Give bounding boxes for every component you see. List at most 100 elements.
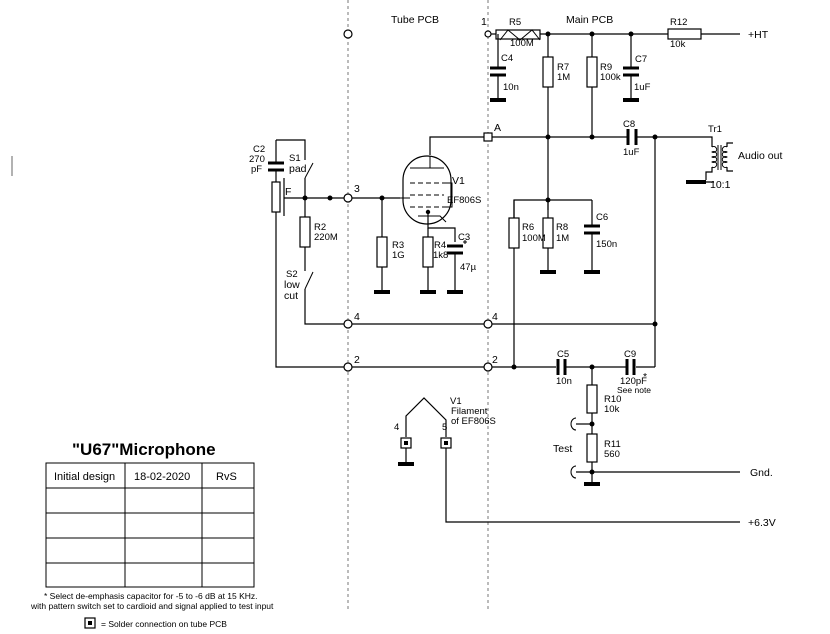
r6-name: R6 bbox=[522, 222, 534, 233]
footnote-line2: with pattern switch set to cardioid and … bbox=[30, 601, 274, 611]
terminal-2-left bbox=[343, 362, 353, 372]
r12-name: R12 bbox=[670, 17, 687, 28]
terminal-4-left bbox=[343, 319, 353, 329]
r8-value: 1M bbox=[556, 233, 569, 244]
s1-label: pad bbox=[289, 163, 307, 175]
title-cell-initials: RvS bbox=[216, 471, 237, 483]
terminal-top-left bbox=[343, 29, 353, 39]
tube-pcb-wiring bbox=[352, 195, 658, 370]
c9-see-note: See note bbox=[617, 385, 651, 395]
r12-value: 10k bbox=[670, 39, 686, 50]
c4-name: C4 bbox=[501, 53, 513, 64]
hv-label: +HT bbox=[748, 29, 769, 41]
c5-name: C5 bbox=[557, 349, 569, 360]
resistor-r9 bbox=[586, 31, 598, 137]
capacitor-c7 bbox=[623, 31, 639, 102]
r2-value: 220M bbox=[314, 232, 338, 243]
ht-supply-wiring bbox=[489, 28, 740, 41]
r9-value: 100k bbox=[600, 72, 621, 83]
s2-label-line2: cut bbox=[284, 290, 298, 302]
c2-unit: pF bbox=[251, 164, 262, 175]
test-label: Test bbox=[553, 443, 572, 455]
tube-pcb-label: Tube PCB bbox=[391, 14, 439, 26]
terminal-4-right bbox=[483, 319, 493, 329]
filament-pin-4: 4 bbox=[394, 422, 399, 433]
resistor-r5 bbox=[495, 29, 541, 40]
pin-4-right-label: 4 bbox=[492, 311, 498, 323]
capacitor-c4 bbox=[490, 34, 506, 102]
resistor-r7 bbox=[542, 31, 554, 210]
title-block-title: "U67"Microphone bbox=[72, 440, 216, 459]
legend-text: = Solder connection on tube PCB bbox=[101, 619, 227, 629]
title-block-table bbox=[45, 462, 255, 588]
terminal-3 bbox=[343, 193, 353, 203]
r11-value: 560 bbox=[604, 449, 620, 460]
terminal-2-right bbox=[483, 362, 493, 372]
c6-value: 150n bbox=[596, 239, 617, 250]
pin-4-left-label: 4 bbox=[354, 311, 360, 323]
c7-name: C7 bbox=[635, 54, 647, 65]
solder-pad-legend-dot bbox=[88, 621, 92, 625]
filament-line1: Filament bbox=[451, 406, 488, 417]
r6-value: 100M bbox=[522, 233, 546, 244]
r3-name: R3 bbox=[392, 240, 404, 251]
s2-name: S2 bbox=[286, 269, 298, 280]
r7-value: 1M bbox=[557, 72, 570, 83]
r2-name: R2 bbox=[314, 222, 326, 233]
r11-name: R11 bbox=[604, 439, 621, 450]
pin-1-terminal bbox=[484, 30, 492, 38]
tr1-name: Tr1 bbox=[708, 124, 722, 135]
transformer-tr1 bbox=[711, 142, 733, 172]
filament-wiring bbox=[398, 397, 740, 523]
resistor-r12 bbox=[667, 28, 702, 40]
r4-name: R4 bbox=[434, 240, 446, 251]
test-input-network bbox=[556, 359, 740, 486]
c9-value: 120pF bbox=[620, 376, 647, 387]
s2-label-line1: low bbox=[284, 279, 300, 291]
pin-2-left-label: 2 bbox=[354, 354, 360, 366]
pin-2-right-label: 2 bbox=[492, 354, 498, 366]
r4-value: 1k8 bbox=[433, 250, 448, 261]
filament-pin-5: 5 bbox=[442, 422, 447, 433]
r8-name: R8 bbox=[556, 222, 568, 233]
main-pcb-label: Main PCB bbox=[566, 14, 613, 26]
r3-value: 1G bbox=[392, 250, 405, 261]
audio-out-label: Audio out bbox=[738, 150, 782, 162]
c4-value: 10n bbox=[503, 82, 519, 93]
pin-1-label: 1 bbox=[481, 16, 487, 28]
c7-value: 1uF bbox=[634, 82, 651, 93]
r7-name: R7 bbox=[557, 62, 569, 73]
capsule-f-label: F bbox=[285, 186, 291, 198]
c8-value: 1uF bbox=[623, 147, 640, 158]
r10-value: 10k bbox=[604, 404, 620, 415]
c3-value: 47µ bbox=[460, 262, 477, 273]
plate-line-wiring bbox=[429, 129, 714, 367]
r10-name: R10 bbox=[604, 394, 621, 405]
v1-type: EF806S bbox=[447, 195, 481, 206]
bias-network bbox=[508, 197, 600, 367]
c9-asterisk: * bbox=[643, 371, 647, 383]
r5-value: 100M bbox=[510, 38, 534, 49]
ratio-label: 10:1 bbox=[710, 179, 731, 191]
v1-name: V1 bbox=[452, 175, 465, 187]
c2-name: C2 bbox=[253, 144, 265, 155]
c6-name: C6 bbox=[596, 212, 608, 223]
filament-supply-label: +6.3V bbox=[748, 517, 776, 529]
capsule-switch-wiring bbox=[268, 139, 344, 368]
pin-3-label: 3 bbox=[354, 183, 360, 195]
c8-name: C8 bbox=[623, 119, 635, 130]
c9-name: C9 bbox=[624, 349, 636, 360]
tube-v1 bbox=[400, 155, 467, 294]
c2-value: 270 bbox=[249, 154, 265, 165]
gnd-label: Gnd. bbox=[750, 467, 773, 479]
footnote-line1: * Select de-emphasis capacitor for -5 to… bbox=[44, 591, 258, 601]
r5-overlay-mark bbox=[499, 29, 541, 41]
c3-name: C3 bbox=[458, 232, 470, 243]
r9-name: R9 bbox=[600, 62, 612, 73]
c5-value: 10n bbox=[556, 376, 572, 387]
filament-name: V1 bbox=[450, 396, 462, 407]
r5-name: R5 bbox=[509, 17, 521, 28]
title-cell-date: 18-02-2020 bbox=[134, 471, 190, 483]
filament-line2: of EF806S bbox=[451, 416, 496, 427]
